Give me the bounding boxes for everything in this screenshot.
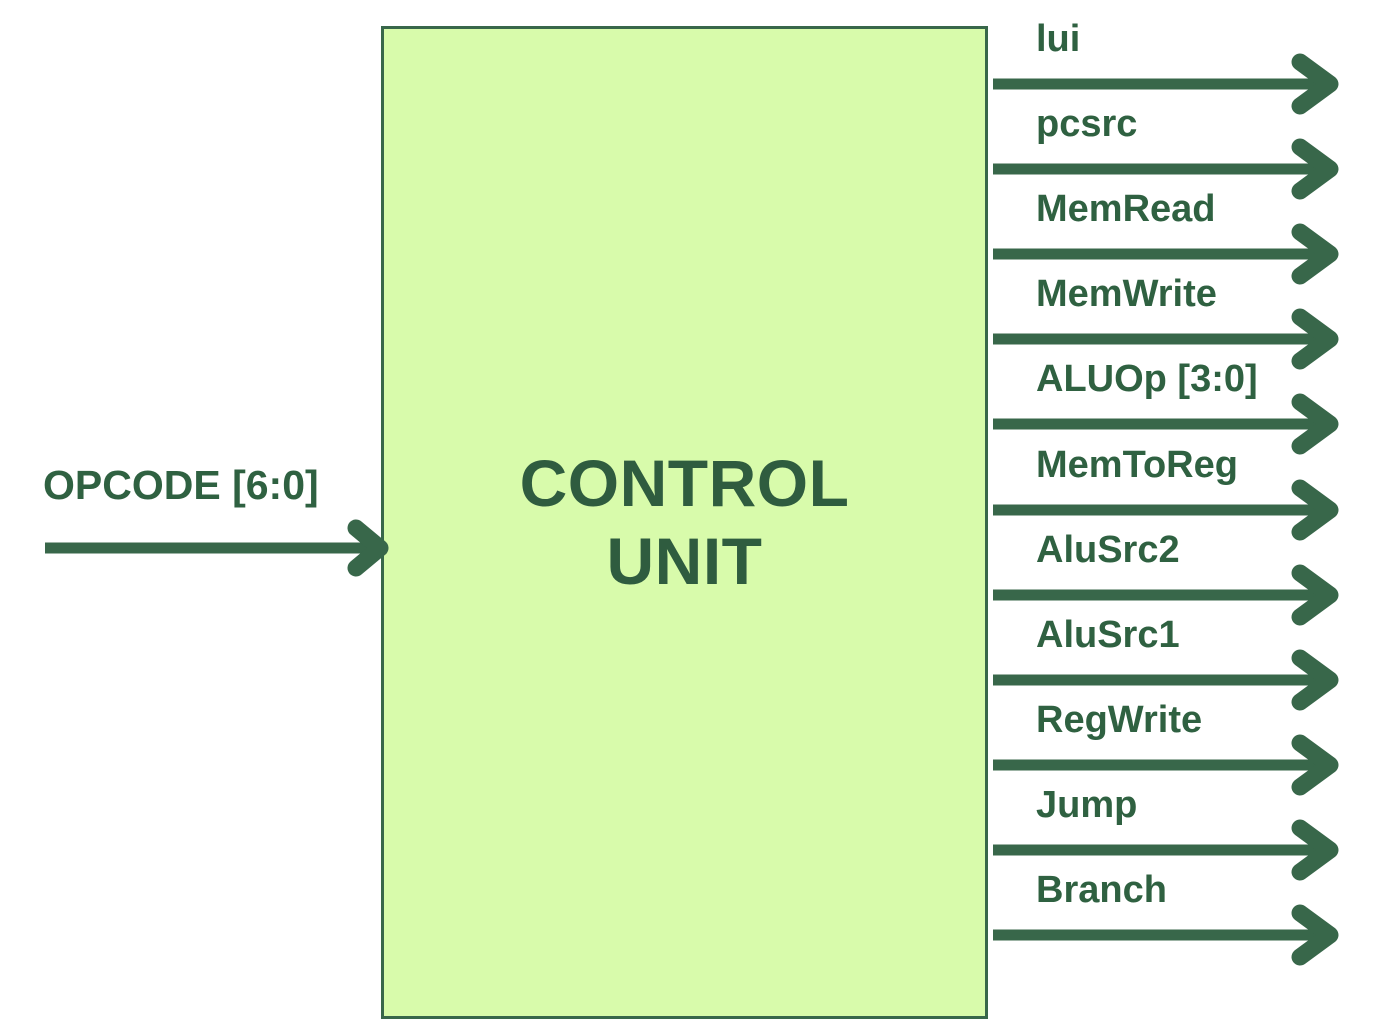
output-arrow-lui [993,53,1339,115]
output-signal-label-lui: lui [1036,18,1081,60]
output-arrow-alusrc2 [993,564,1339,626]
output-arrow-alusrc1 [993,649,1339,711]
input-signal-label-opcode: OPCODE [6:0] [43,462,319,508]
output-arrow-jump [993,819,1339,881]
output-signal-label-regwrite: RegWrite [1036,699,1203,741]
output-signal-label-memwrite: MemWrite [1036,273,1217,315]
output-arrow-memtoreg [993,479,1339,541]
output-arrow-regwrite [993,734,1339,796]
output-signal-label-pcsrc: pcsrc [1036,103,1138,145]
output-arrow-pcsrc [993,138,1339,200]
output-signal-label-alusrc1: AluSrc1 [1036,614,1180,656]
output-signal-label-memread: MemRead [1036,188,1216,230]
output-signal-label-aluop: ALUOp [3:0] [1036,358,1258,400]
output-signal-label-alusrc2: AluSrc2 [1036,529,1180,571]
output-arrow-memwrite [993,308,1339,370]
control-unit-block[interactable]: CONTROL UNIT [381,26,988,1019]
output-arrow-branch [993,904,1339,966]
output-arrow-aluop [993,393,1339,455]
output-signal-label-memtoreg: MemToReg [1036,444,1238,486]
control-unit-label: CONTROL UNIT [519,445,850,598]
output-signal-label-branch: Branch [1036,869,1167,911]
output-arrow-memread [993,223,1339,285]
output-signal-label-jump: Jump [1036,784,1138,826]
